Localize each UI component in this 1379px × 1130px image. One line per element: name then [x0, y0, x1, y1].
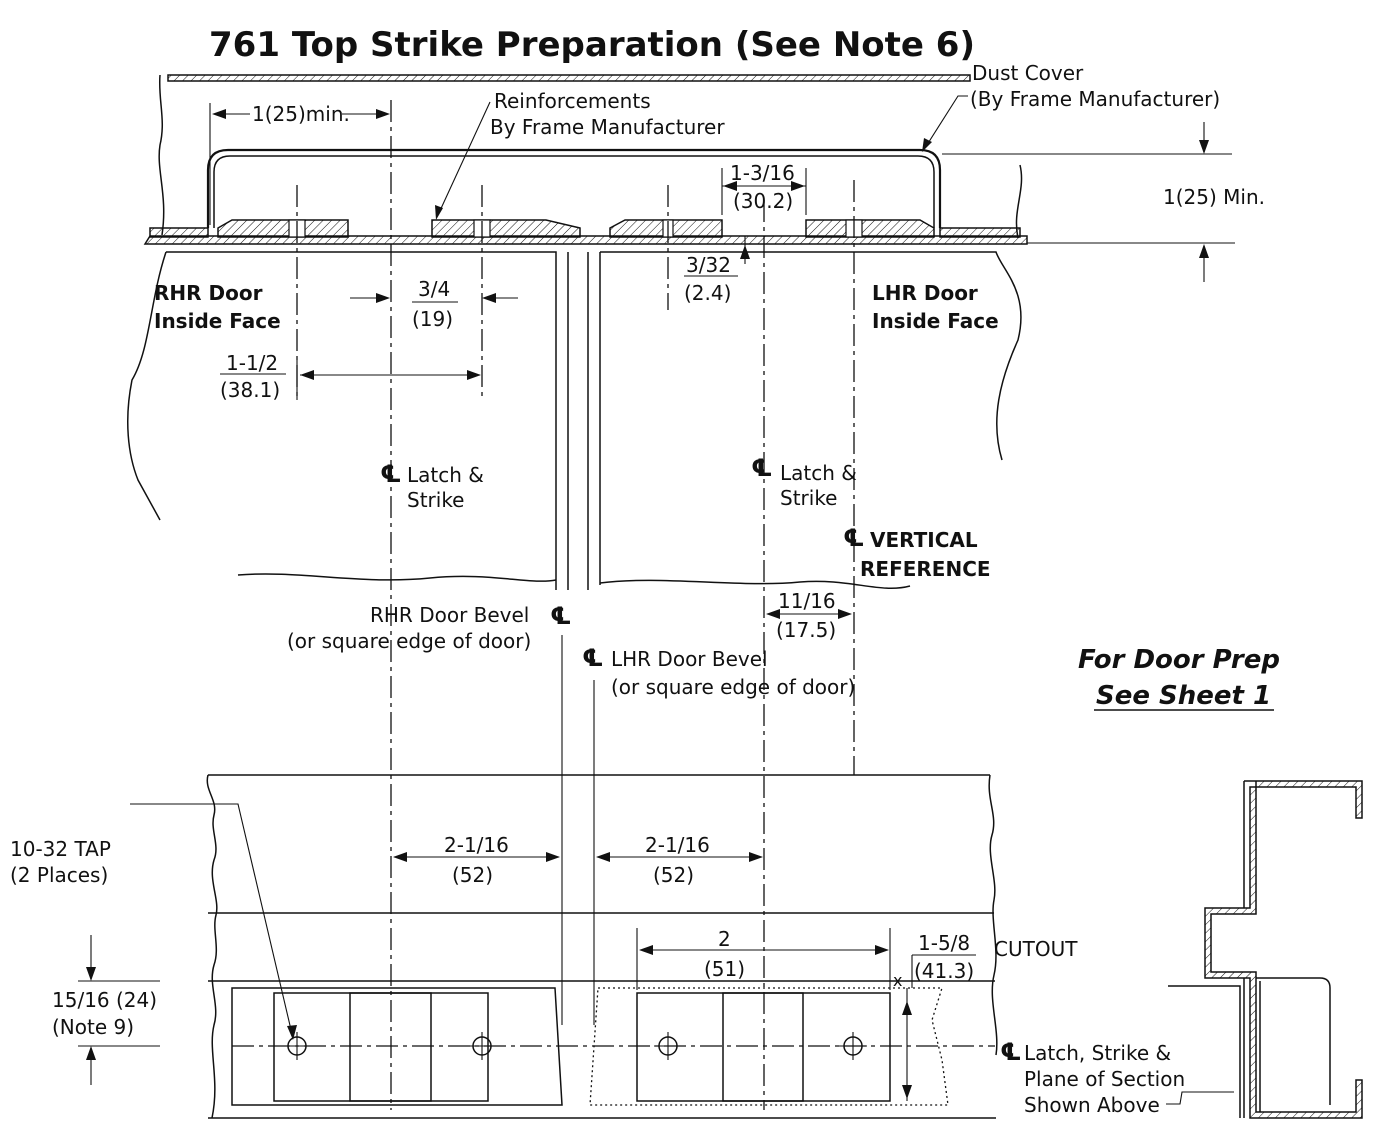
svg-text:Plane of Section: Plane of Section [1024, 1067, 1185, 1091]
svg-text:1(25)min.: 1(25)min. [252, 102, 350, 126]
svg-text:(17.5): (17.5) [776, 618, 836, 642]
svg-text:15/16 (24): 15/16 (24) [52, 988, 157, 1012]
dim-1-3-16: 1-3/16 (30.2) [721, 161, 807, 215]
svg-text:LHR Door: LHR Door [872, 281, 978, 305]
svg-text:11/16: 11/16 [778, 589, 836, 613]
svg-text:1-5/8: 1-5/8 [918, 931, 970, 955]
svg-text:℄: ℄ [380, 460, 402, 488]
dim-1-25-min-right: 1(25) Min. [942, 122, 1265, 282]
svg-text:1-3/16: 1-3/16 [730, 161, 795, 185]
svg-text:1-1/2: 1-1/2 [226, 351, 278, 375]
lhr-latch-strike-label: ℄ Latch & Strike [751, 454, 857, 510]
svg-text:Shown Above: Shown Above [1024, 1093, 1160, 1117]
rhr-bevel-label: RHR Door Bevel (or square edge of door) … [287, 602, 572, 653]
dim-1-5-8: 1-5/8 (41.3) x [893, 931, 976, 1101]
svg-text:Inside Face: Inside Face [154, 309, 281, 333]
dim-3-32: 3/32 (2.4) [684, 236, 750, 305]
svg-text:℄: ℄ [550, 602, 572, 630]
lhr-door-label: LHR Door Inside Face [872, 281, 999, 333]
svg-text:10-32 TAP: 10-32 TAP [10, 837, 111, 861]
dim-2-51: 2 (51) [636, 927, 891, 990]
svg-text:CUTOUT: CUTOUT [994, 937, 1078, 961]
frame-left-break [158, 74, 165, 236]
svg-text:(2.4): (2.4) [684, 281, 731, 305]
tap-callout: 10-32 TAP (2 Places) [10, 803, 297, 1040]
rhr-door-label: RHR Door Inside Face [154, 281, 281, 333]
rhr-latch-strike-label: ℄ Latch & Strike [380, 460, 484, 512]
dust-cover [206, 148, 942, 228]
svg-text:3/4: 3/4 [418, 277, 450, 301]
svg-text:2-1/16: 2-1/16 [444, 833, 509, 857]
svg-text:Latch &: Latch & [780, 461, 857, 485]
svg-text:℄: ℄ [751, 454, 773, 482]
svg-text:By Frame Manufacturer: By Frame Manufacturer [490, 115, 725, 139]
dim-2-1-16-left: 2-1/16 (52) [393, 833, 560, 887]
svg-text:x: x [893, 971, 902, 990]
svg-text:℄: ℄ [843, 524, 865, 552]
top-view-break-left [237, 573, 557, 582]
frame-stop-plate [143, 235, 1028, 245]
svg-text:(30.2): (30.2) [733, 189, 793, 213]
svg-text:Inside Face: Inside Face [872, 309, 999, 333]
dim-11-16: 11/16 (17.5) [766, 589, 852, 642]
reinforcements-callout: Reinforcements By Frame Manufacturer [435, 89, 725, 220]
svg-text:℄: ℄ [582, 644, 604, 672]
svg-text:2-1/16: 2-1/16 [645, 833, 710, 857]
door-prep-note: For Door Prep See Sheet 1 [1078, 645, 1280, 711]
svg-text:For Door Prep: For Door Prep [1078, 645, 1280, 675]
lhr-door-leaf [587, 251, 1022, 590]
svg-text:(51): (51) [704, 957, 745, 981]
reinforcements [149, 219, 1021, 238]
drawing-title: 761 Top Strike Preparation (See Note 6) [209, 25, 975, 65]
top-section-view [126, 74, 1028, 1110]
svg-text:(2 Places): (2 Places) [10, 863, 108, 887]
svg-text:(or square edge of door): (or square edge of door) [287, 629, 531, 653]
frame-elevation [206, 774, 998, 1119]
rhr-door-leaf [126, 251, 569, 590]
svg-text:2: 2 [718, 927, 731, 951]
svg-text:℄: ℄ [1000, 1038, 1022, 1066]
svg-text:RHR Door Bevel: RHR Door Bevel [370, 603, 529, 627]
svg-text:Latch, Strike &: Latch, Strike & [1024, 1041, 1171, 1065]
svg-text:(By Frame Manufacturer): (By Frame Manufacturer) [970, 87, 1220, 111]
dim-15-16: 15/16 (24) (Note 9) [52, 935, 160, 1085]
svg-text:1(25) Min.: 1(25) Min. [1163, 185, 1265, 209]
svg-text:REFERENCE: REFERENCE [860, 557, 991, 581]
svg-text:Latch &: Latch & [407, 463, 484, 487]
vertical-reference-label: ℄ VERTICAL REFERENCE [843, 524, 991, 581]
svg-text:3/32: 3/32 [686, 253, 731, 277]
svg-text:Strike: Strike [780, 486, 838, 510]
svg-text:(Note 9): (Note 9) [52, 1015, 134, 1039]
svg-text:Dust Cover: Dust Cover [972, 61, 1084, 85]
dim-2-1-16-right: 2-1/16 (52) [596, 833, 763, 887]
svg-text:See Sheet 1: See Sheet 1 [1096, 681, 1271, 711]
dim-3-4: 3/4 (19) [350, 277, 518, 331]
svg-text:(38.1): (38.1) [220, 378, 280, 402]
dim-1-1-2: 1-1/2 (38.1) [220, 351, 481, 402]
svg-text:LHR Door Bevel: LHR Door Bevel [611, 647, 768, 671]
cutout-label: CUTOUT [994, 937, 1078, 961]
svg-text:(or square edge of door): (or square edge of door) [611, 675, 855, 699]
top-view-break-right [599, 579, 911, 589]
svg-text:Strike: Strike [407, 488, 465, 512]
dust-cover-inner [213, 155, 935, 228]
dust-cover-callout: Dust Cover (By Frame Manufacturer) [922, 61, 1220, 152]
frame-top-strip [167, 74, 971, 82]
frame-right-break [1015, 164, 1023, 239]
svg-text:(19): (19) [412, 307, 453, 331]
svg-text:Reinforcements: Reinforcements [494, 89, 651, 113]
svg-text:VERTICAL: VERTICAL [870, 528, 978, 552]
svg-text:RHR Door: RHR Door [154, 281, 263, 305]
frame-section-profile [1168, 780, 1363, 1119]
svg-text:(52): (52) [452, 863, 493, 887]
lhr-bevel-label: ℄ LHR Door Bevel (or square edge of door… [582, 644, 855, 699]
dim-1-25-min: 1(25)min. [209, 102, 390, 225]
svg-text:(41.3): (41.3) [914, 959, 974, 983]
svg-text:(52): (52) [653, 863, 694, 887]
bottom-cl-label: ℄ Latch, Strike & Plane of Section Shown… [1000, 1038, 1234, 1117]
